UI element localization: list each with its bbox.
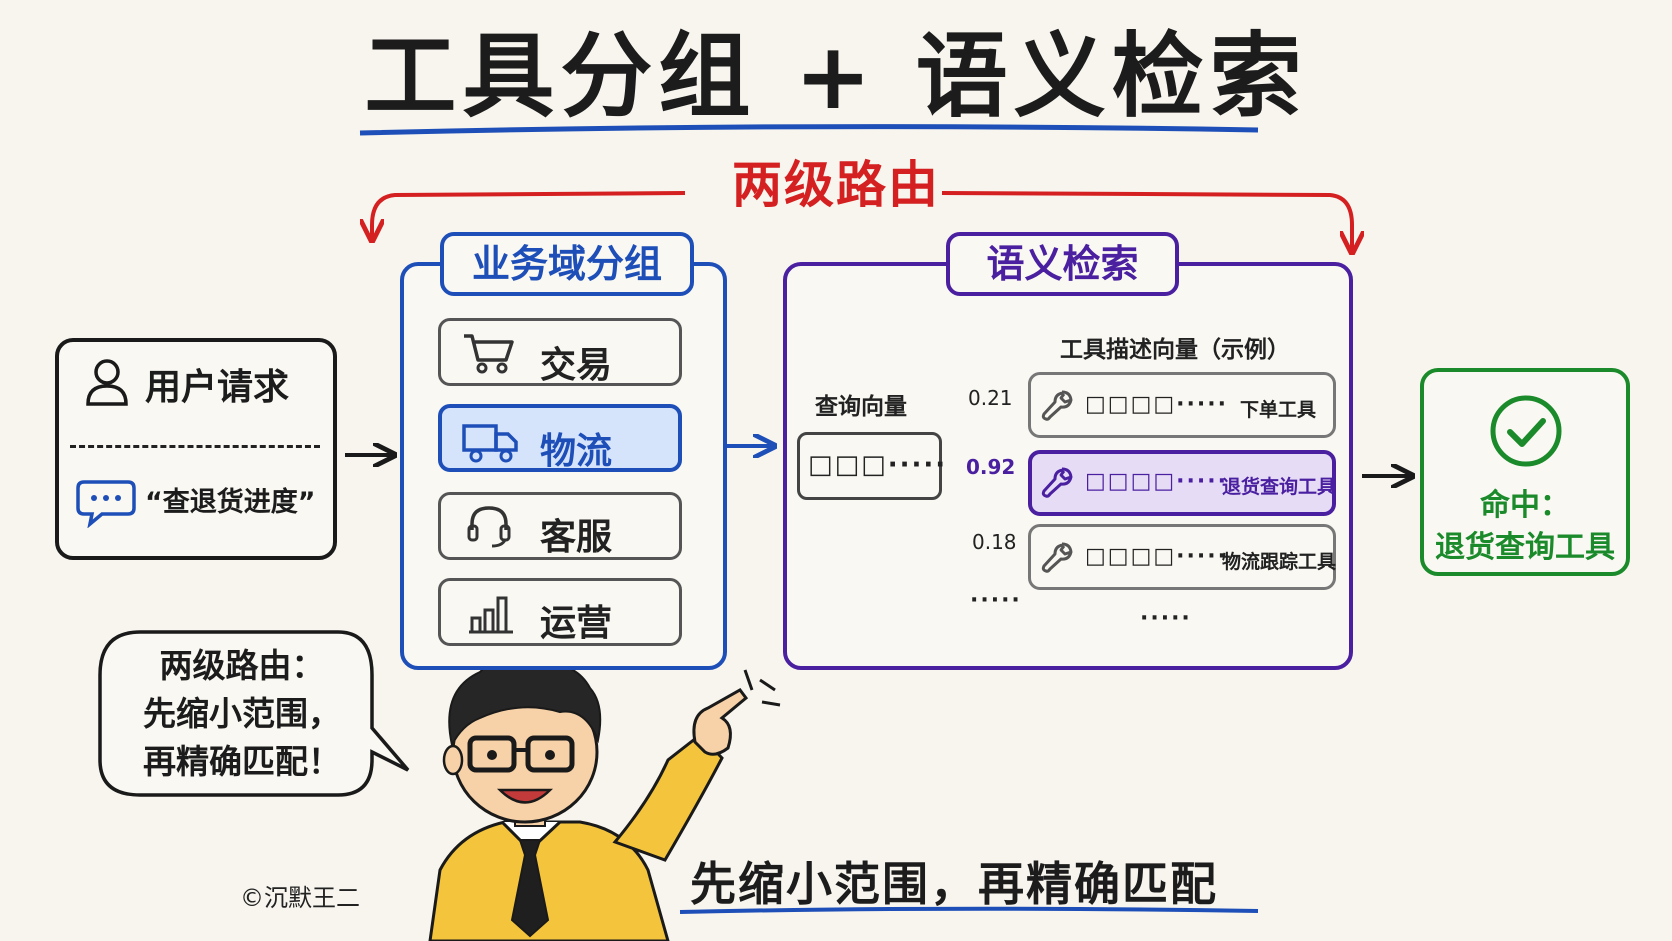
bubble-line-1: 两级路由： [159,646,325,685]
result-tool-name: 退货查询工具 [1435,530,1615,565]
tool-vector-squares: □□□□····· [1085,469,1228,494]
wrench-icon [1041,390,1073,421]
tool-name-return-query: 退货查询工具 [1222,476,1337,498]
domain-label-operations: 运营 [540,603,613,644]
user-request-box [55,338,337,560]
query-vector-squares: □□□····· [808,450,948,480]
result-box [1420,368,1630,576]
more-tools-ellipsis: ····· [1140,606,1192,631]
domain-label-service: 客服 [540,517,613,558]
tool-score-hit: 0.92 [966,455,1016,479]
domain-item-operations[interactable] [438,578,682,646]
domain-label-logistics: 物流 [540,431,613,472]
tool-vector-squares: □□□□····· [1085,544,1228,569]
user-icon [86,359,128,406]
route-bracket-left [372,191,686,238]
title-underline [359,124,1259,136]
chat-bubble-icon [76,480,136,528]
user-request-title: 用户请求 [145,367,290,408]
route-label: 两级路由 [732,156,940,214]
tool-row-logistics-tracking [1028,524,1336,590]
bar-chart-icon [469,596,513,634]
user-box-divider [70,445,320,448]
domain-group-title: 业务域分组 [440,232,694,296]
speech-bubble [98,630,410,797]
query-vector-label: 查询向量 [815,394,907,420]
cartoon-presenter [428,657,781,941]
headset-icon [467,506,511,548]
query-vector-box [797,432,942,500]
footer-slogan: 先缩小范围，再精确匹配 [690,857,1218,911]
domain-label-trade: 交易 [540,345,613,386]
bubble-line-3: 再精确匹配！ [143,742,341,781]
cart-icon [464,334,514,374]
truck-icon [462,424,518,463]
tool-row-return-query [1028,450,1336,516]
tool-name-logistics-tracking: 物流跟踪工具 [1222,551,1337,573]
page-title: 工具分组 + 语义检索 [364,23,1308,130]
wrench-icon [1041,542,1073,573]
wrench-icon [1041,467,1073,498]
bubble-line-2: 先缩小范围， [143,694,341,733]
semantic-retrieval-title: 语义检索 [946,232,1179,296]
tool-name-order: 下单工具 [1240,399,1317,421]
tool-row-order [1028,372,1336,438]
tool-score: 0.18 [972,530,1017,554]
user-query-quote: “查退货进度” [145,487,316,518]
route-bracket-right [941,191,1352,250]
credit: ©沉默王二 [240,884,360,912]
domain-item-service[interactable] [438,492,682,560]
tool-vector-squares: □□□□····· [1085,392,1228,417]
domain-item-logistics[interactable] [438,404,682,472]
result-hit-label: 命中： [1480,488,1570,523]
more-scores-ellipsis: ····· [970,588,1022,613]
check-circle-icon [1490,395,1562,467]
tool-score: 0.21 [968,386,1013,410]
footer-underline [679,906,1259,914]
domain-item-trade[interactable] [438,318,682,386]
tools-vector-header: 工具描述向量（示例） [1060,337,1290,363]
